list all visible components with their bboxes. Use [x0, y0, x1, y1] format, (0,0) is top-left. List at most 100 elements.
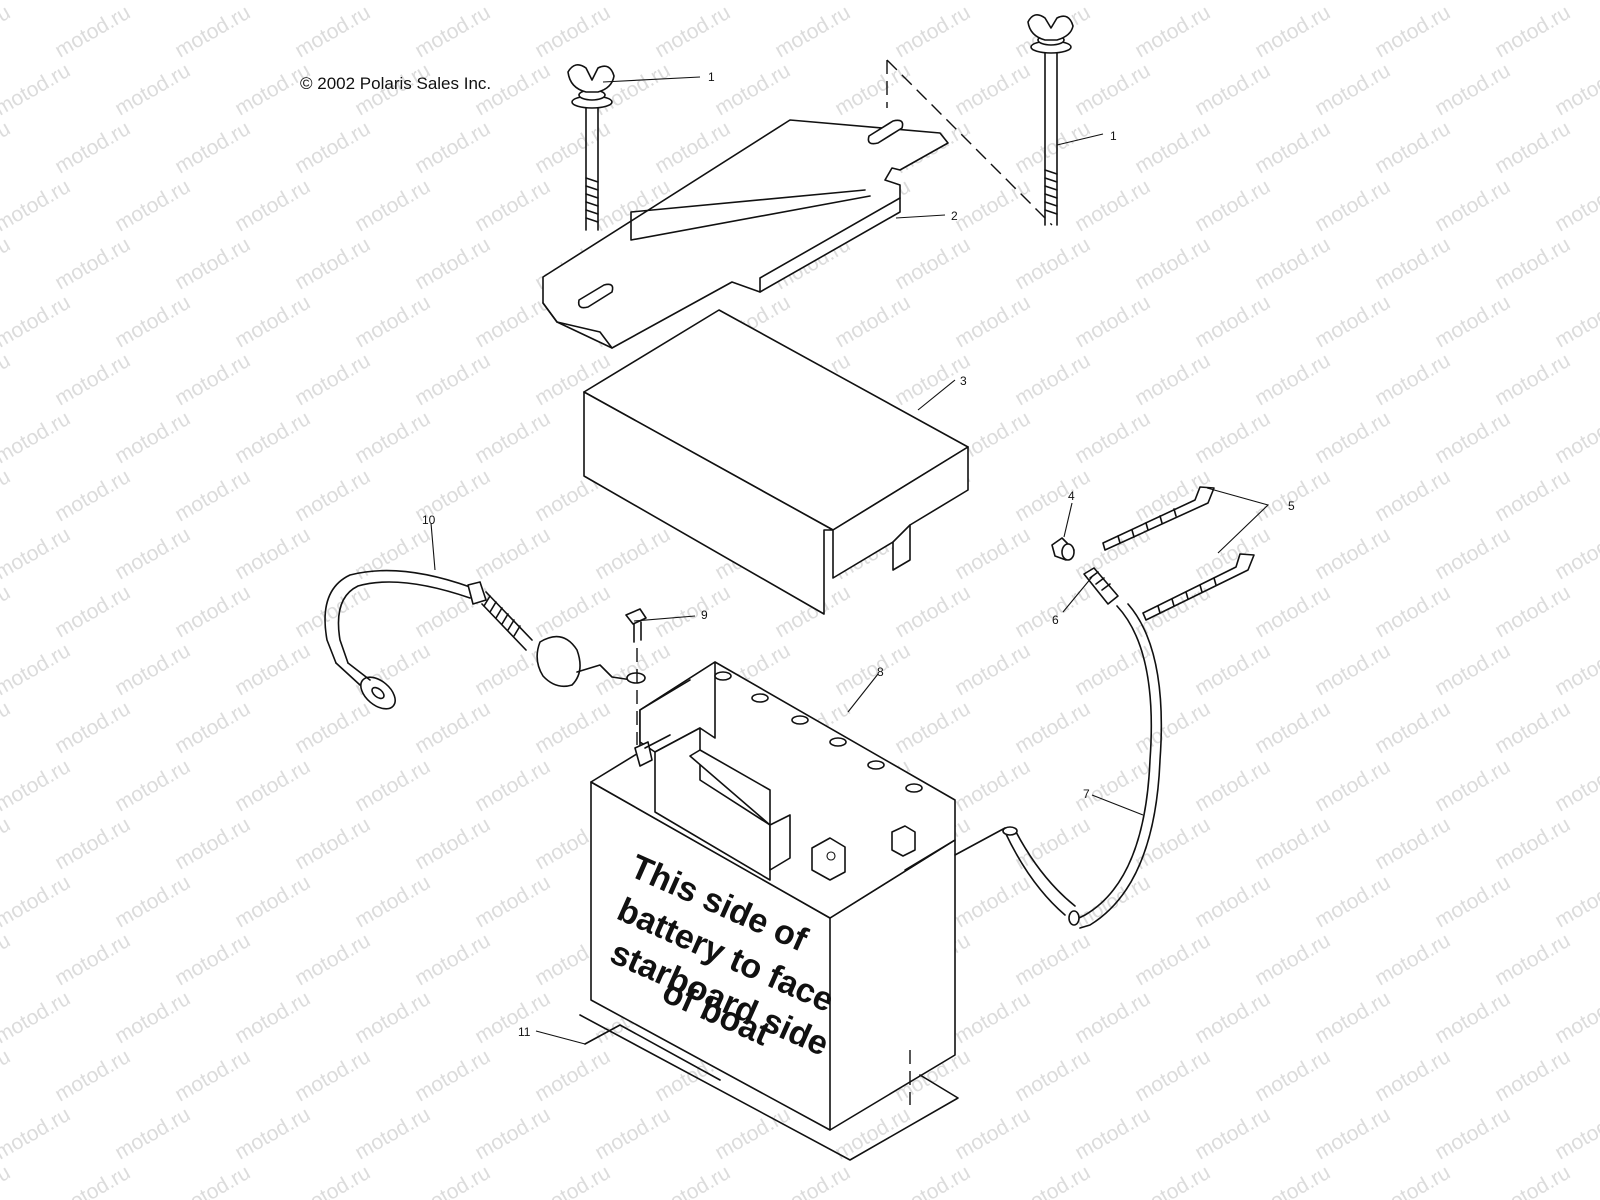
watermark-text: motod.ru	[1251, 581, 1334, 642]
watermark-text: motod.ru	[831, 291, 914, 352]
watermark-text: motod.ru	[0, 523, 74, 584]
watermark-text: motod.ru	[471, 523, 554, 584]
watermark-text: motod.ru	[1551, 175, 1600, 236]
watermark-text: motod.ru	[1371, 349, 1454, 410]
watermark-text: motod.ru	[1071, 291, 1154, 352]
watermark-text: motod.ru	[291, 465, 374, 526]
watermark-text: motod.ru	[951, 639, 1034, 700]
watermark-text: motod.ru	[771, 1, 854, 62]
watermark-text: motod.ru	[0, 813, 14, 874]
watermark-text: motod.ru	[1311, 755, 1394, 816]
watermark-text: motod.ru	[1371, 813, 1454, 874]
callout-9: 9	[701, 608, 708, 622]
watermark-text: motod.ru	[411, 349, 494, 410]
watermark-text: motod.ru	[1251, 697, 1334, 758]
watermark-text: motod.ru	[1191, 523, 1274, 584]
wing-bolt-right	[1027, 14, 1074, 226]
watermark-text: motod.ru	[1011, 1045, 1094, 1106]
watermark-text: motod.ru	[951, 1103, 1034, 1164]
watermark-text: motod.ru	[1371, 1161, 1454, 1200]
callout-7: 7	[1083, 787, 1090, 801]
watermark-text: motod.ru	[171, 1161, 254, 1200]
watermark-text: motod.ru	[231, 755, 314, 816]
watermark-text: motod.ru	[1131, 465, 1214, 526]
watermark-text: motod.ru	[231, 175, 314, 236]
watermark-text: motod.ru	[291, 697, 374, 758]
watermark-text: motod.ru	[1371, 465, 1454, 526]
watermark-text: motod.ru	[0, 59, 74, 120]
watermark-text: motod.ru	[1071, 59, 1154, 120]
watermark-text: motod.ru	[591, 523, 674, 584]
watermark-text: motod.ru	[411, 233, 494, 294]
watermark-text: motod.ru	[0, 233, 14, 294]
watermark-text: motod.ru	[0, 1103, 74, 1164]
callout-1-right: 1	[1110, 129, 1117, 143]
watermark-text: motod.ru	[1191, 871, 1274, 932]
watermark-text: motod.ru	[351, 755, 434, 816]
callout-numbers: 1 1 2 3 4 5 6 7 8 9 10 11	[422, 70, 1295, 1039]
watermark-text: motod.ru	[291, 929, 374, 990]
watermark-text: motod.ru	[1131, 1045, 1214, 1106]
watermark-text: motod.ru	[951, 59, 1034, 120]
watermark-text: motod.ru	[171, 581, 254, 642]
watermark-text: motod.ru	[1491, 1161, 1574, 1200]
watermark-text: motod.ru	[1311, 291, 1394, 352]
watermark-text: motod.ru	[1131, 697, 1214, 758]
callout-8: 8	[877, 665, 884, 679]
watermark-text: motod.ru	[651, 1161, 734, 1200]
watermark-text: motod.ru	[1191, 639, 1274, 700]
watermark-text: motod.ru	[1191, 987, 1274, 1048]
watermark-text: motod.ru	[1191, 755, 1274, 816]
watermark-text: motod.ru	[1551, 523, 1600, 584]
watermark-text: motod.ru	[1551, 987, 1600, 1048]
watermark-text: motod.ru	[351, 407, 434, 468]
watermark-text: motod.ru	[471, 291, 554, 352]
watermark-text: motod.ru	[351, 987, 434, 1048]
watermark-text: motod.ru	[1251, 349, 1334, 410]
watermark-text: motod.ru	[1191, 407, 1274, 468]
watermark-text: motod.ru	[1071, 987, 1154, 1048]
watermark-text: motod.ru	[591, 639, 674, 700]
wing-bolt-left	[567, 64, 615, 231]
watermark-text: motod.ru	[1371, 117, 1454, 178]
watermark-text: motod.ru	[351, 291, 434, 352]
watermark-text: motod.ru	[891, 697, 974, 758]
watermark-text: motod.ru	[651, 1, 734, 62]
watermark-text: motod.ru	[1551, 1103, 1600, 1164]
watermark-text: motod.ru	[291, 1045, 374, 1106]
watermark-text: motod.ru	[771, 1161, 854, 1200]
watermark-text: motod.ru	[411, 1, 494, 62]
watermark-text: motod.ru	[411, 929, 494, 990]
watermark-text: motod.ru	[891, 581, 974, 642]
watermark-text: motod.ru	[1011, 697, 1094, 758]
watermark-text: motod.ru	[351, 523, 434, 584]
watermark-text: motod.ru	[1491, 697, 1574, 758]
watermark-text: motod.ru	[1551, 871, 1600, 932]
watermark-text: motod.ru	[0, 755, 74, 816]
watermark-text: motod.ru	[351, 175, 434, 236]
watermark-text: motod.ru	[51, 581, 134, 642]
watermark-text: motod.ru	[1491, 465, 1574, 526]
watermark-text: motod.ru	[1551, 755, 1600, 816]
watermark-text: motod.ru	[1491, 349, 1574, 410]
watermark-text: motod.ru	[1011, 465, 1094, 526]
watermark-text: motod.ru	[1491, 117, 1574, 178]
watermark-text: motod.ru	[471, 407, 554, 468]
watermark-text: motod.ru	[1311, 59, 1394, 120]
watermark-text: motod.ru	[1491, 1, 1574, 62]
watermark-text: motod.ru	[231, 987, 314, 1048]
watermark-text: motod.ru	[1311, 175, 1394, 236]
watermark-text: motod.ru	[1371, 697, 1454, 758]
watermark-text: motod.ru	[831, 639, 914, 700]
watermark-text: motod.ru	[1251, 929, 1334, 990]
watermark-text: motod.ru	[1431, 523, 1514, 584]
callout-leaders	[430, 76, 1270, 1045]
watermark-text: motod.ru	[231, 523, 314, 584]
watermark-text: motod.ru	[1011, 929, 1094, 990]
watermark-text: motod.ru	[1551, 407, 1600, 468]
watermark-text: motod.ru	[1011, 1161, 1094, 1200]
watermark-text: motod.ru	[231, 407, 314, 468]
watermark-text: motod.ru	[951, 871, 1034, 932]
watermark-text: motod.ru	[951, 523, 1034, 584]
watermark-text: motod.ru	[531, 581, 614, 642]
